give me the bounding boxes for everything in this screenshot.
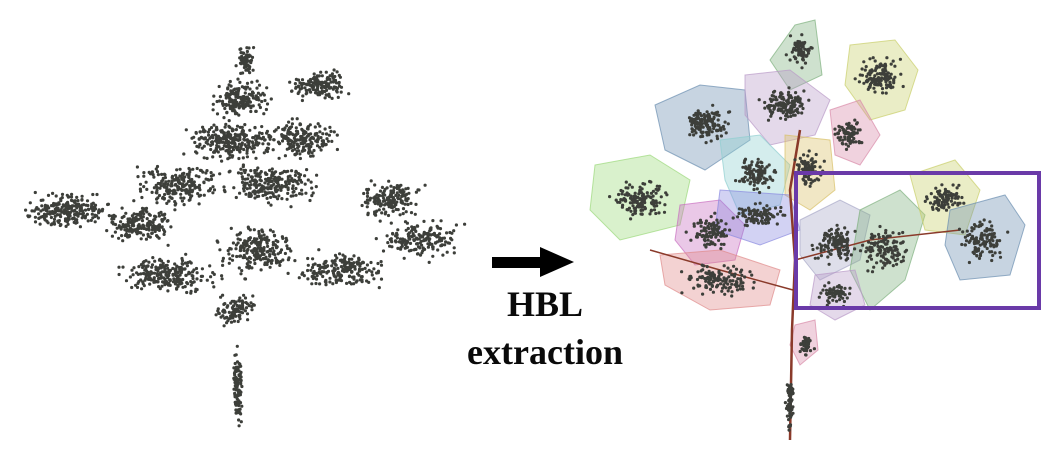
- highlight-box: [794, 171, 1041, 310]
- caption-line-2: extraction: [467, 332, 623, 372]
- right-arrow-icon: [492, 247, 574, 277]
- left-tree-point-cloud: [24, 46, 467, 428]
- caption-line-1: HBL: [506, 284, 584, 324]
- right-tree-point-cloud: [608, 33, 1010, 432]
